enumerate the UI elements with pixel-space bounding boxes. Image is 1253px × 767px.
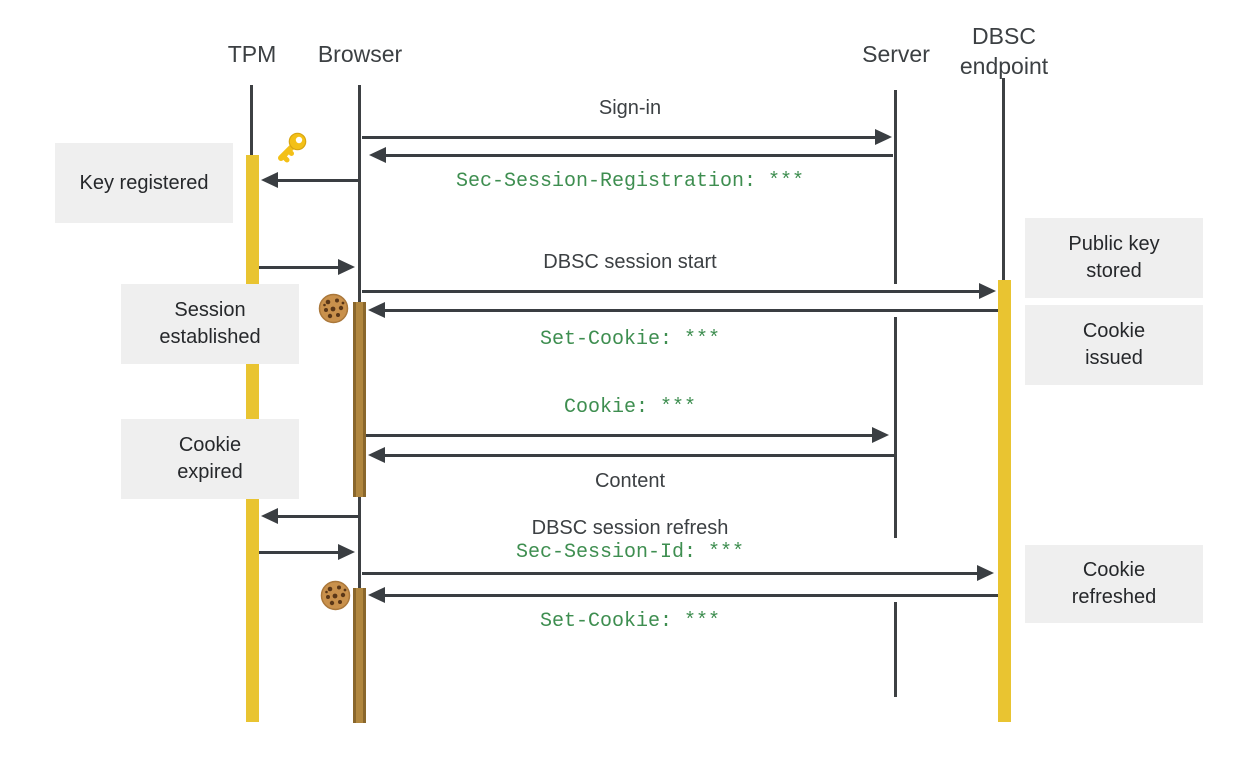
note-cookie-issued-line1: Cookie xyxy=(1082,320,1146,342)
actor-label-server: Server xyxy=(826,39,966,69)
browser-activation-bar-2 xyxy=(353,588,366,723)
server-lifeline-segment-2 xyxy=(894,317,897,538)
arrow-dbsc-session-refresh-request xyxy=(362,565,994,581)
actor-label-browser-text: Browser xyxy=(317,41,403,67)
note-cookie-expired: Cookie expired xyxy=(121,419,299,499)
dbsc-endpoint-lifeline xyxy=(1002,78,1005,280)
message-sign-in: Sign-in xyxy=(598,97,662,119)
note-session-established-line2: established xyxy=(159,326,261,348)
arrow-sign-in-response xyxy=(369,147,893,163)
note-public-key-stored-line2: stored xyxy=(1086,260,1142,282)
message-content: Content xyxy=(594,470,666,492)
arrow-cookie-request xyxy=(366,427,889,443)
note-cookie-issued-line2: issued xyxy=(1085,347,1143,369)
note-cookie-expired-line2: expired xyxy=(177,461,243,483)
actor-label-dbsc-line2: endpoint xyxy=(959,53,1049,79)
note-cookie-issued: Cookie issued xyxy=(1025,305,1203,385)
actor-label-tpm-text: TPM xyxy=(227,41,277,67)
arrow-content-response xyxy=(368,447,894,463)
actor-label-dbsc-line1: DBSC xyxy=(972,23,1036,49)
key-icon xyxy=(273,128,311,166)
actor-label-server-text: Server xyxy=(862,41,930,67)
note-cookie-expired-line1: Cookie xyxy=(178,434,242,456)
note-public-key-stored-line1: Public key xyxy=(1068,233,1160,255)
cookie-icon xyxy=(320,580,351,611)
message-sec-session-id: Sec-Session-Id: *** xyxy=(515,541,745,564)
server-lifeline-segment-3 xyxy=(894,602,897,697)
message-set-cookie-issued: Set-Cookie: *** xyxy=(539,328,721,351)
arrow-tpm-to-browser-refresh xyxy=(259,544,355,560)
note-cookie-refreshed-line1: Cookie xyxy=(1082,559,1146,581)
message-sec-session-registration: Sec-Session-Registration: *** xyxy=(455,170,805,193)
actor-label-dbsc-endpoint: DBSC endpoint xyxy=(934,21,1074,81)
note-cookie-refreshed: Cookie refreshed xyxy=(1025,545,1203,623)
server-lifeline-segment-1 xyxy=(894,90,897,284)
arrow-dbsc-session-start-request xyxy=(362,283,996,299)
arrow-sign-in-request xyxy=(362,129,892,145)
arrow-browser-to-tpm-refresh xyxy=(261,508,358,524)
note-public-key-stored: Public key stored xyxy=(1025,218,1203,298)
note-cookie-refreshed-line2: refreshed xyxy=(1071,586,1157,608)
message-cookie: Cookie: *** xyxy=(563,396,697,419)
arrow-dbsc-session-start-response xyxy=(368,302,998,318)
message-set-cookie-refreshed: Set-Cookie: *** xyxy=(539,610,721,633)
message-dbsc-session-start: DBSC session start xyxy=(543,251,717,273)
message-dbsc-session-refresh: DBSC session refresh xyxy=(531,517,729,539)
arrow-browser-to-tpm-register xyxy=(261,172,358,188)
actor-label-tpm: TPM xyxy=(182,39,322,69)
browser-activation-bar-1 xyxy=(353,302,366,497)
dbsc-activation-bar xyxy=(998,280,1011,722)
note-key-registered: Key registered xyxy=(55,143,233,223)
note-session-established-line1: Session xyxy=(174,299,246,321)
arrow-tpm-to-browser-key xyxy=(259,259,355,275)
note-session-established: Session established xyxy=(121,284,299,364)
arrow-dbsc-session-refresh-response xyxy=(368,587,998,603)
actor-label-browser: Browser xyxy=(290,39,430,69)
tpm-lifeline xyxy=(250,85,253,155)
note-key-registered-text: Key registered xyxy=(79,171,209,194)
cookie-icon xyxy=(318,293,349,324)
